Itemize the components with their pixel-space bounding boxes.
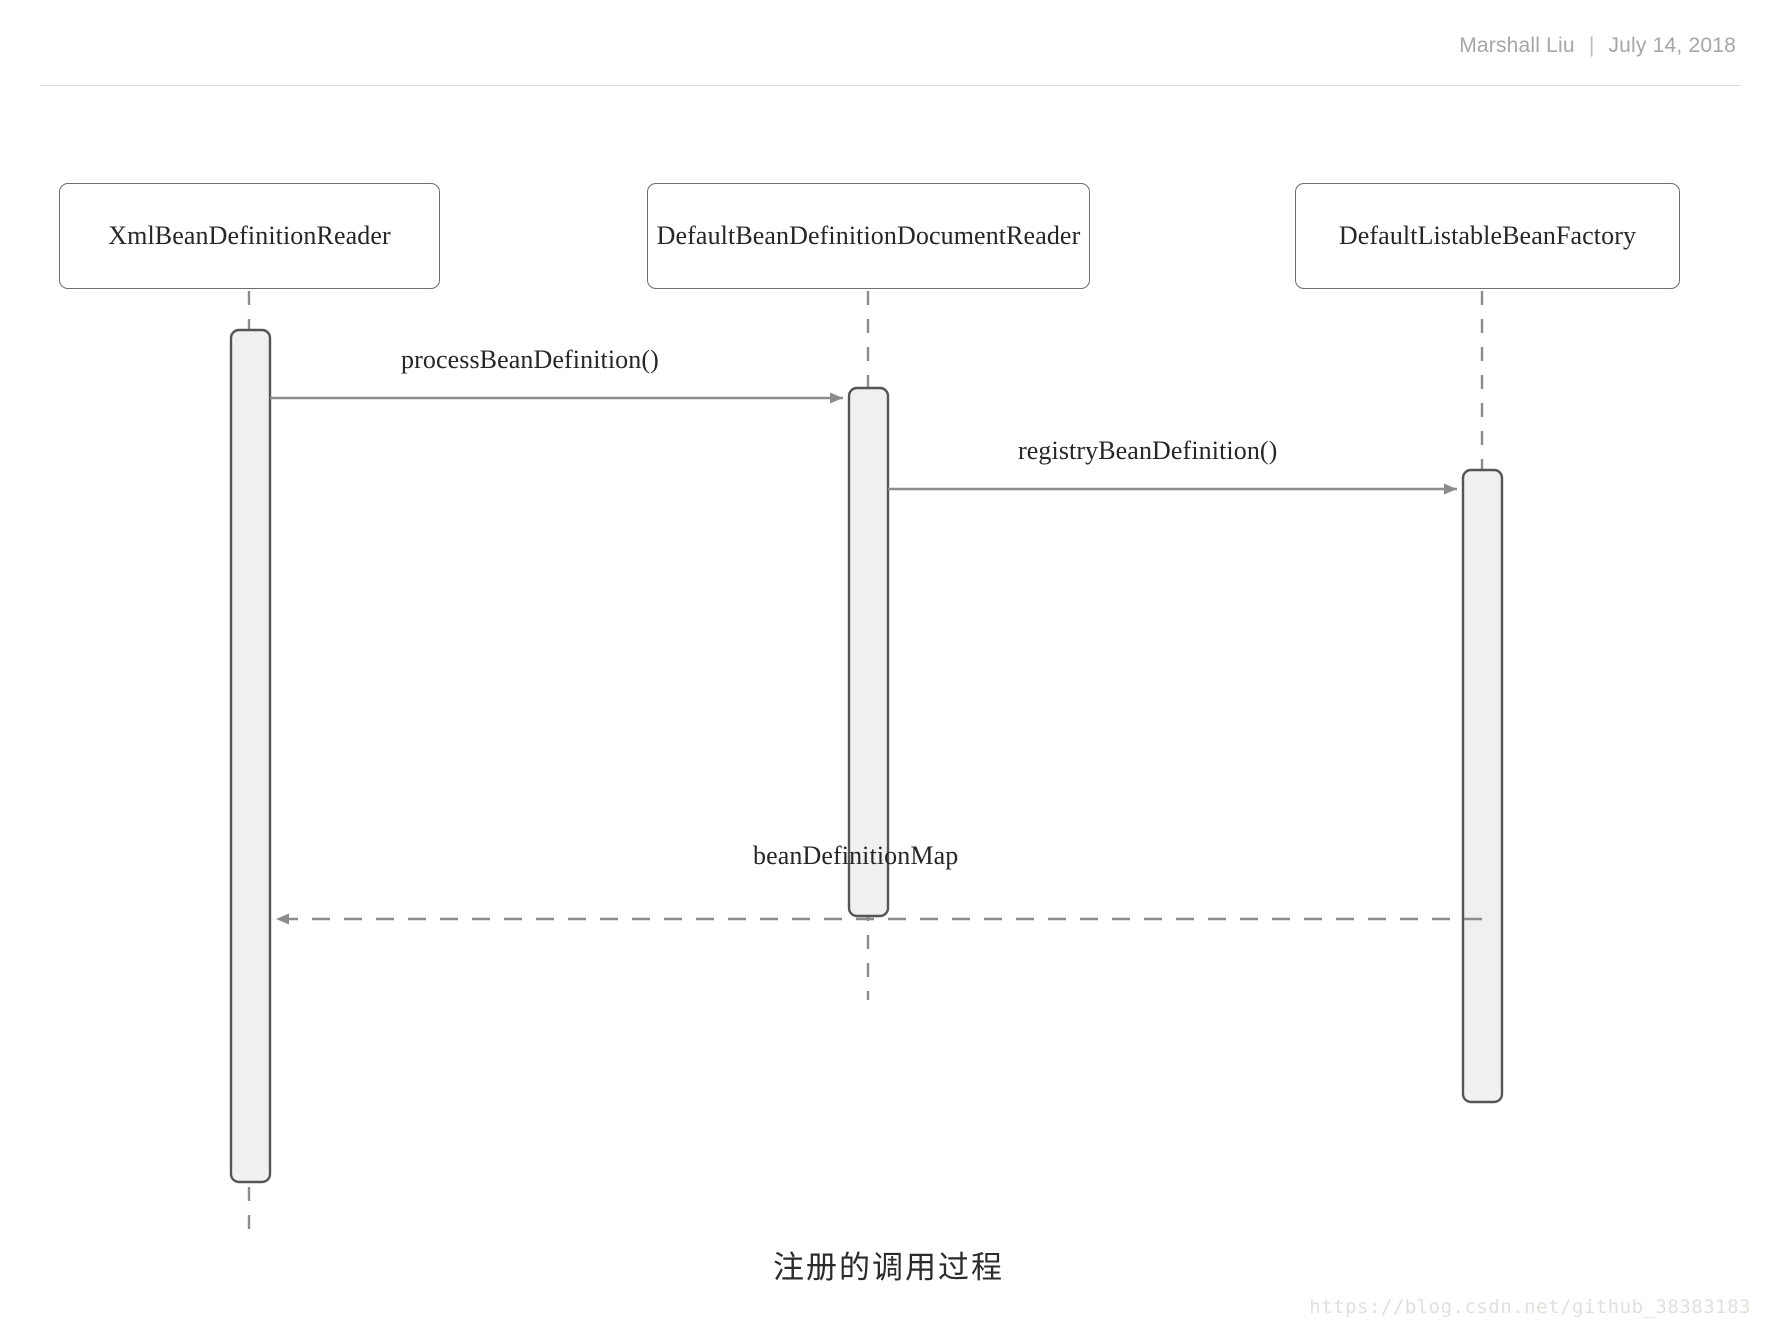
activation-bar-p3 bbox=[1461, 468, 1504, 1104]
watermark-url: https://blog.csdn.net/github_38383183 bbox=[1309, 1296, 1751, 1318]
header-separator: | bbox=[1588, 34, 1595, 57]
participant-label: DefaultListableBeanFactory bbox=[1338, 221, 1637, 250]
message-label-registryBeanDefinition: registryBeanDefinition() bbox=[1018, 436, 1278, 465]
activation-bar-p2 bbox=[847, 386, 890, 918]
header-meta: Marshall Liu | July 14, 2018 bbox=[1459, 34, 1736, 58]
page-header: Marshall Liu | July 14, 2018 bbox=[40, 28, 1740, 86]
participant-box-defaultlistablebeanfactory[interactable]: DefaultListableBeanFactory bbox=[1295, 183, 1680, 289]
header-author: Marshall Liu bbox=[1459, 34, 1575, 57]
participant-label: XmlBeanDefinitionReader bbox=[108, 221, 391, 250]
activation-bar-p1 bbox=[229, 328, 272, 1184]
message-label-beanDefinitionMap: beanDefinitionMap bbox=[753, 841, 959, 870]
header-date: July 14, 2018 bbox=[1608, 34, 1736, 57]
participant-box-defaultbeandefinitiondocumentreader[interactable]: DefaultBeanDefinitionDocumentReader bbox=[647, 183, 1090, 289]
activation-bars bbox=[229, 328, 1504, 1184]
diagram-caption: 注册的调用过程 bbox=[773, 1250, 1004, 1286]
participant-label: DefaultBeanDefinitionDocumentReader bbox=[656, 221, 1081, 250]
participant-box-xmlbeandefinitionreader[interactable]: XmlBeanDefinitionReader bbox=[59, 183, 440, 289]
message-arrows bbox=[270, 392, 1482, 925]
message-label-processBeanDefinition: processBeanDefinition() bbox=[401, 345, 659, 374]
